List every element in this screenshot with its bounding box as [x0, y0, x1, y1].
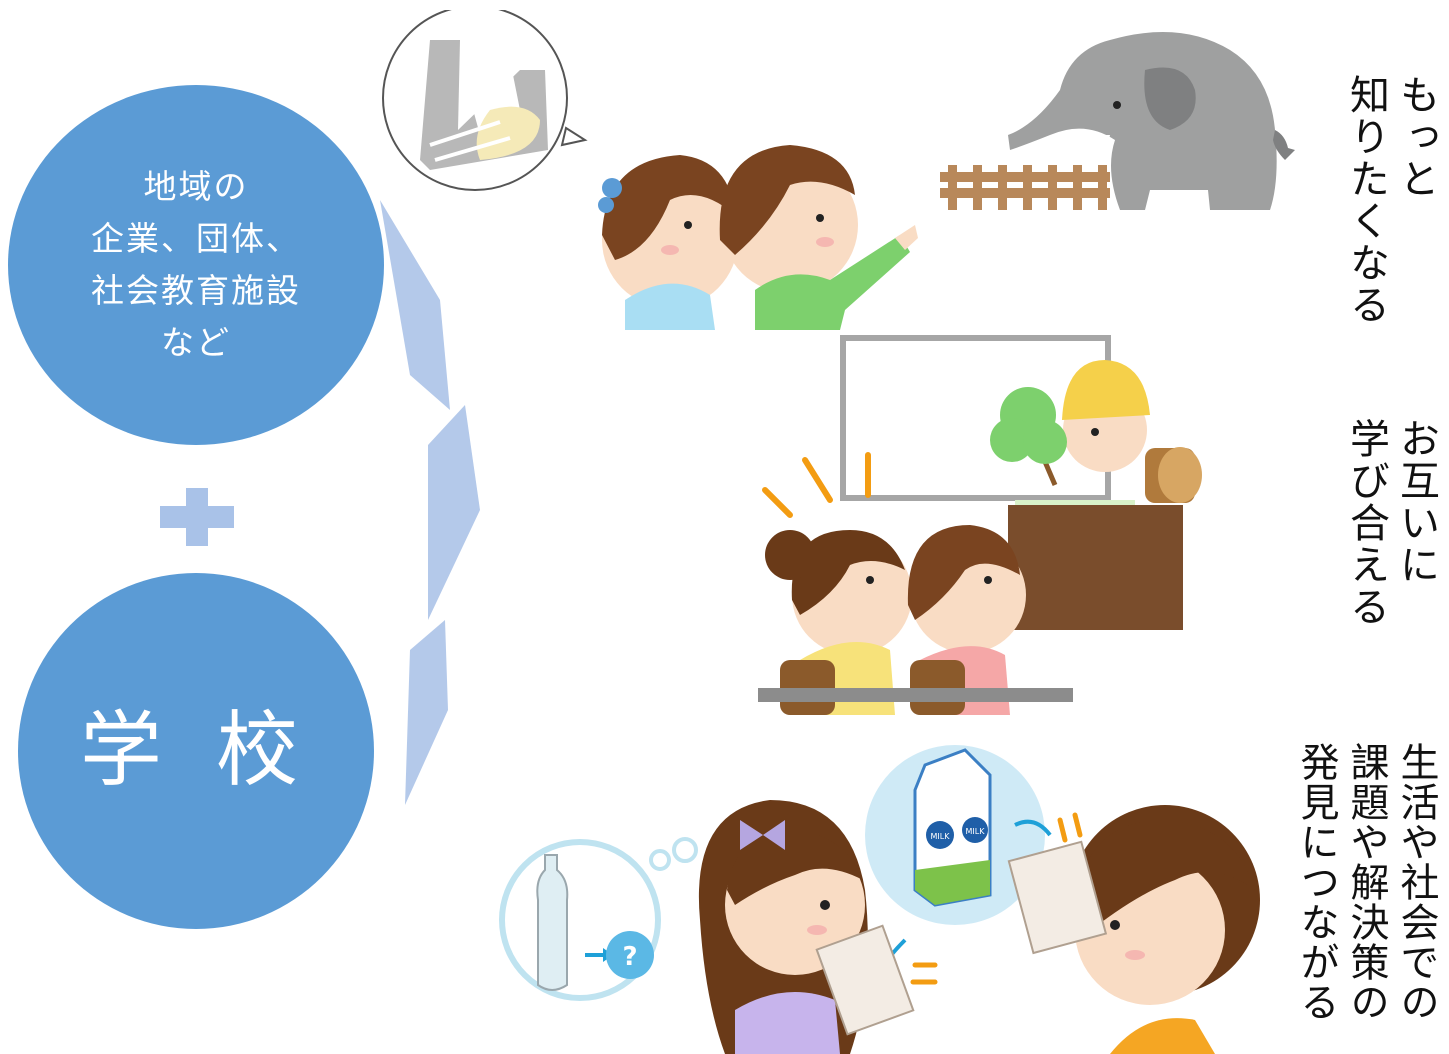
log-icon [1145, 447, 1202, 503]
chevron-arrow-middle [428, 405, 480, 620]
desk-icon [758, 688, 1073, 702]
plus-icon [160, 488, 234, 546]
boy-character-icon [719, 145, 918, 330]
milk-carton-bubble-icon: MILK MILK [865, 745, 1052, 972]
chevron-arrow-top [380, 200, 450, 410]
local-organizations-label: 地域の 企業、団体、 社会教育施設 など [91, 167, 301, 362]
chair-icon-right [910, 660, 965, 715]
milk-label-left: MILK [931, 832, 951, 841]
outcome-label-discovery: 生活や社会での 課題や解決策の 発見につながる [1294, 742, 1439, 1022]
illustration-elephant-scene [382, 10, 1295, 330]
local-organizations-circle: 地域の 企業、団体、 社会教育施設 など [8, 85, 384, 445]
chair-icon-left [780, 660, 835, 715]
elephant-icon [1008, 32, 1295, 210]
chevron-arrows [380, 200, 480, 805]
boy-with-paper-icon [1007, 805, 1260, 1054]
girl-with-paper-icon [698, 800, 915, 1054]
podium-icon [1008, 505, 1183, 630]
outcome-label-mutual-learning: お互いに 学び合える [1343, 418, 1439, 628]
foot-bone-bubble-icon [382, 10, 588, 191]
school-label: 学 校 [79, 703, 313, 798]
attention-marks-icon [762, 452, 871, 518]
milk-label-right: MILK [966, 827, 986, 836]
girl-character-icon [598, 155, 738, 330]
question-mark-text: ? [622, 942, 637, 972]
attention-marks-icon [910, 812, 1083, 985]
illustration-lecture-scene [758, 335, 1202, 715]
fence-icon [940, 165, 1110, 210]
school-circle: 学 校 [18, 573, 374, 929]
bottle-thought-bubble-icon: ? [499, 837, 698, 1001]
outcome-label-curiosity: もっと 知りたくなる [1343, 74, 1439, 326]
chevron-arrow-bottom [405, 620, 448, 805]
illustration-discovery-scene: ? MILK MILK [499, 745, 1260, 1054]
